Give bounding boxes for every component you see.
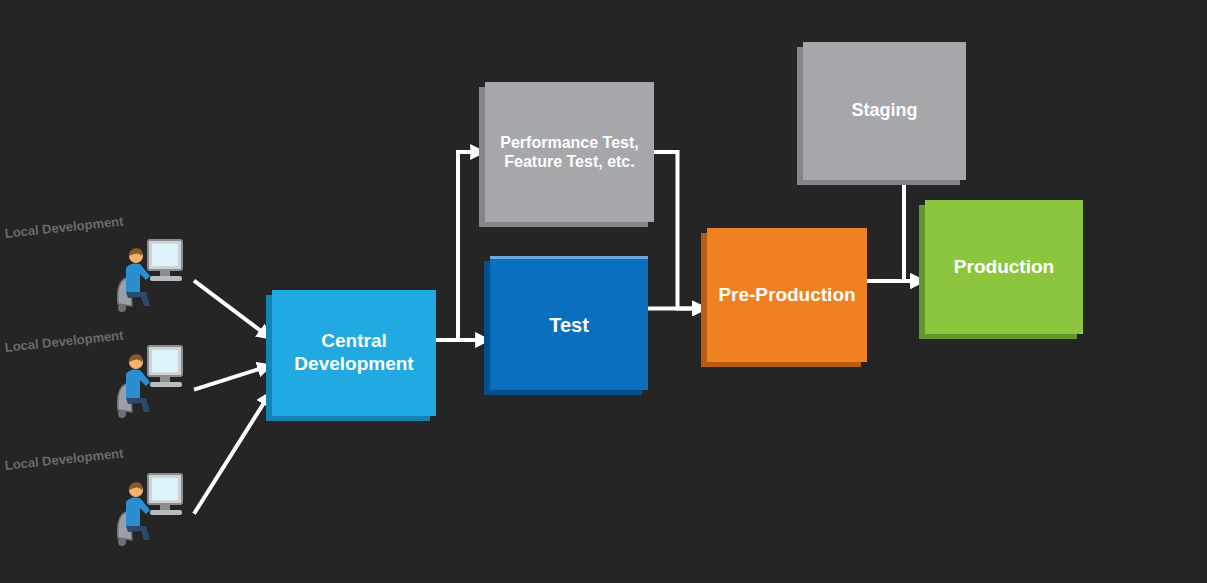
stage-label: Test (541, 305, 597, 345)
developer-node: Local Development (4, 226, 192, 314)
stage-label: Central Development (272, 322, 436, 384)
developer-label: Local Development (4, 214, 124, 241)
flow-arrow (654, 152, 705, 308)
flow-arrow (648, 306, 705, 310)
developer-icon (110, 234, 190, 314)
flow-arrow (194, 393, 270, 514)
developer-node: Local Development (4, 458, 192, 548)
developer-icon (110, 340, 190, 420)
stage-label: Staging (844, 92, 926, 130)
stage-box: Production (925, 200, 1083, 334)
stage-box: Pre-Production (707, 228, 867, 362)
flow-arrow (194, 281, 270, 338)
flow-arrow (194, 366, 270, 390)
developer-node: Local Development (4, 340, 192, 420)
stage-box: Test (490, 256, 648, 390)
stage-label: Performance Test, Feature Test, etc. (485, 125, 654, 179)
stage-box: Central Development (272, 290, 436, 416)
stage-label: Production (946, 248, 1062, 287)
stage-box: Performance Test, Feature Test, etc. (485, 82, 654, 222)
developer-icon (110, 468, 190, 548)
stage-label: Pre-Production (710, 276, 863, 315)
flow-arrow (436, 152, 483, 340)
stage-box: Staging (803, 42, 966, 180)
flow-arrow (904, 180, 923, 281)
developer-label: Local Development (4, 446, 124, 473)
developer-label: Local Development (4, 328, 124, 355)
